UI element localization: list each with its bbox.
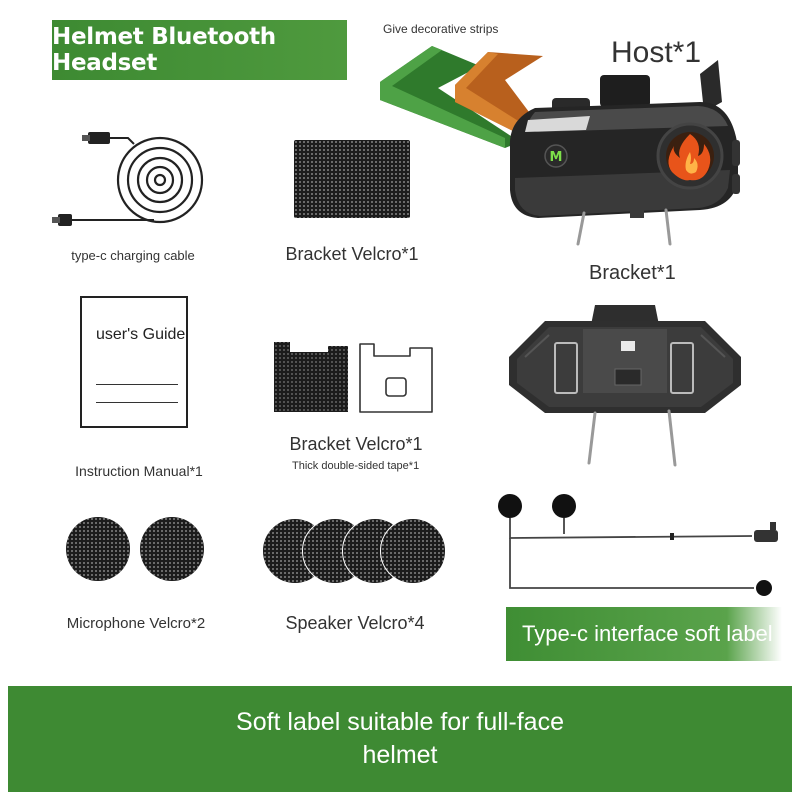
double-sided-tape-label: Thick double-sided tape*1 bbox=[292, 460, 420, 472]
speaker-velcro-label: Speaker Velcro*4 bbox=[285, 613, 425, 633]
cable-connector-top-icon bbox=[82, 132, 110, 144]
bracket-velcro-label-2: Bracket Velcro*1 bbox=[289, 434, 423, 454]
microphone-velcro-pad bbox=[66, 517, 130, 581]
bracket-velcro-pad bbox=[294, 140, 410, 218]
manual-line bbox=[96, 402, 178, 403]
bracket-device bbox=[509, 305, 741, 413]
charging-cable-label: type-c charging cable bbox=[71, 248, 195, 263]
m-button-letter: M bbox=[550, 150, 563, 165]
type-c-plug-icon bbox=[754, 522, 778, 542]
instruction-manual-booklet: user's Guide bbox=[80, 296, 188, 428]
cable-coil-icon bbox=[116, 136, 204, 224]
soft-label-title: Type-c interface soft label bbox=[522, 621, 773, 646]
host-title: Host*1 bbox=[611, 36, 702, 69]
notched-velcro-pad bbox=[274, 342, 348, 412]
decorative-strips-label: Give decorative strips bbox=[383, 22, 499, 36]
bracket-velcro-and-tape-illustration bbox=[274, 342, 433, 413]
footer-banner: Soft label suitable for full-face helmet bbox=[8, 686, 792, 792]
charging-cable-illustration bbox=[52, 132, 204, 226]
cable-connector-bottom-icon bbox=[52, 214, 72, 226]
host-device-illustration: M bbox=[380, 46, 740, 246]
speaker-velcro-pad bbox=[380, 518, 446, 584]
soft-label-wire-illustration bbox=[498, 494, 778, 596]
bracket-velcro-label: Bracket Velcro*1 bbox=[285, 244, 419, 264]
title-banner: Helmet Bluetooth Headset bbox=[52, 20, 347, 80]
footer-line-1: Soft label suitable for full-face bbox=[236, 708, 564, 736]
page-title: Helmet Bluetooth Headset bbox=[52, 24, 276, 76]
green-decorative-strip bbox=[380, 46, 520, 148]
orange-decorative-strip bbox=[455, 52, 543, 132]
soft-label-banner: Type-c interface soft label bbox=[506, 607, 782, 661]
microphone-module-icon bbox=[756, 580, 772, 596]
speaker-module-icon bbox=[552, 494, 576, 518]
bracket-title: Bracket*1 bbox=[589, 262, 676, 284]
host-device: M bbox=[509, 60, 740, 246]
footer-line-2: helmet bbox=[362, 741, 438, 769]
m-button-icon bbox=[544, 144, 568, 168]
manual-line bbox=[96, 384, 178, 385]
instruction-manual-label: Instruction Manual*1 bbox=[75, 463, 203, 479]
speaker-module-icon bbox=[498, 494, 522, 518]
double-sided-tape-outline bbox=[359, 343, 433, 413]
bracket-illustration bbox=[509, 305, 741, 467]
microphone-velcro-label: Microphone Velcro*2 bbox=[66, 615, 206, 632]
microphone-velcro-pad bbox=[140, 517, 204, 581]
manual-cover-text: user's Guide bbox=[96, 326, 186, 343]
